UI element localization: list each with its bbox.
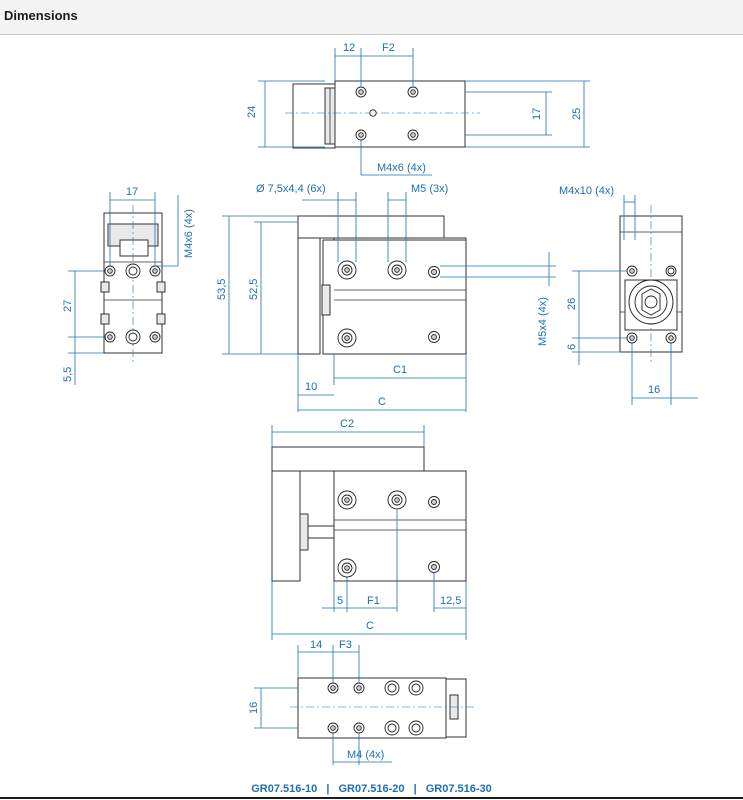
- bottom-view: 14 F3 16 M4 (4x): [248, 639, 475, 765]
- side-view: 17 M4x6 (4x) 27 5,5: [62, 186, 195, 385]
- model-separator: |: [413, 783, 417, 795]
- dim-top-24: 24: [246, 106, 258, 118]
- dim-ext-12-5: 12,5: [440, 595, 461, 607]
- dim-right-16: 16: [648, 384, 660, 396]
- dim-front-m5x4: M5x4 (4x): [537, 297, 549, 346]
- dim-front-bore: Ø 7,5x4,4 (6x): [256, 183, 326, 195]
- model-numbers: GR07.516-10 | GR07.516-20 | GR07.516-30: [0, 783, 743, 795]
- model-number-2: GR07.516-20: [338, 783, 405, 795]
- dim-top-12: 12: [343, 42, 355, 54]
- dim-bottom-f3: F3: [339, 639, 352, 651]
- dim-ext-c2: C2: [340, 418, 354, 430]
- dim-side-5-5: 5,5: [62, 367, 74, 382]
- dim-front-c1: C1: [393, 364, 407, 376]
- extended-view: C2 5 F1 12,5 C: [271, 418, 467, 640]
- footer-divider: [0, 797, 743, 799]
- dim-side-17: 17: [126, 186, 138, 198]
- model-number-3: GR07.516-30: [425, 783, 492, 795]
- right-view: M4x10 (4x) 26 6 16: [559, 185, 698, 405]
- dim-top-m4x6: M4x6 (4x): [377, 162, 426, 174]
- dim-ext-f1: F1: [367, 595, 380, 607]
- section-header: Dimensions: [0, 0, 743, 35]
- front-view: Ø 7,5x4,4 (6x) M5 (3x) 53,5 52,5 M5x4 (4…: [216, 183, 556, 412]
- dim-top-f2: F2: [382, 42, 395, 54]
- dim-top-17: 17: [531, 108, 543, 120]
- dim-side-27: 27: [62, 300, 74, 312]
- dim-front-52-5: 52,5: [248, 279, 260, 300]
- dim-right-m4x10: M4x10 (4x): [559, 185, 614, 197]
- dim-right-6: 6: [566, 344, 578, 350]
- dim-top-25: 25: [571, 108, 583, 120]
- dim-ext-c: C: [366, 620, 374, 632]
- dim-front-53-5: 53,5: [216, 279, 228, 300]
- model-separator: |: [326, 783, 330, 795]
- dim-side-m4x6: M4x6 (4x): [183, 209, 195, 258]
- dim-ext-5: 5: [337, 595, 343, 607]
- section-title: Dimensions: [4, 8, 78, 23]
- dim-front-m5: M5 (3x): [411, 183, 448, 195]
- dim-right-26: 26: [566, 298, 578, 310]
- dim-front-c: C: [378, 396, 386, 408]
- top-view: 12 F2 24 17 25 M4x6 (4x): [246, 42, 590, 176]
- dim-bottom-16: 16: [248, 702, 260, 714]
- model-number-1: GR07.516-10: [251, 783, 318, 795]
- dim-bottom-14: 14: [310, 639, 322, 651]
- dim-bottom-m4: M4 (4x): [347, 749, 384, 761]
- dim-front-10: 10: [305, 381, 317, 393]
